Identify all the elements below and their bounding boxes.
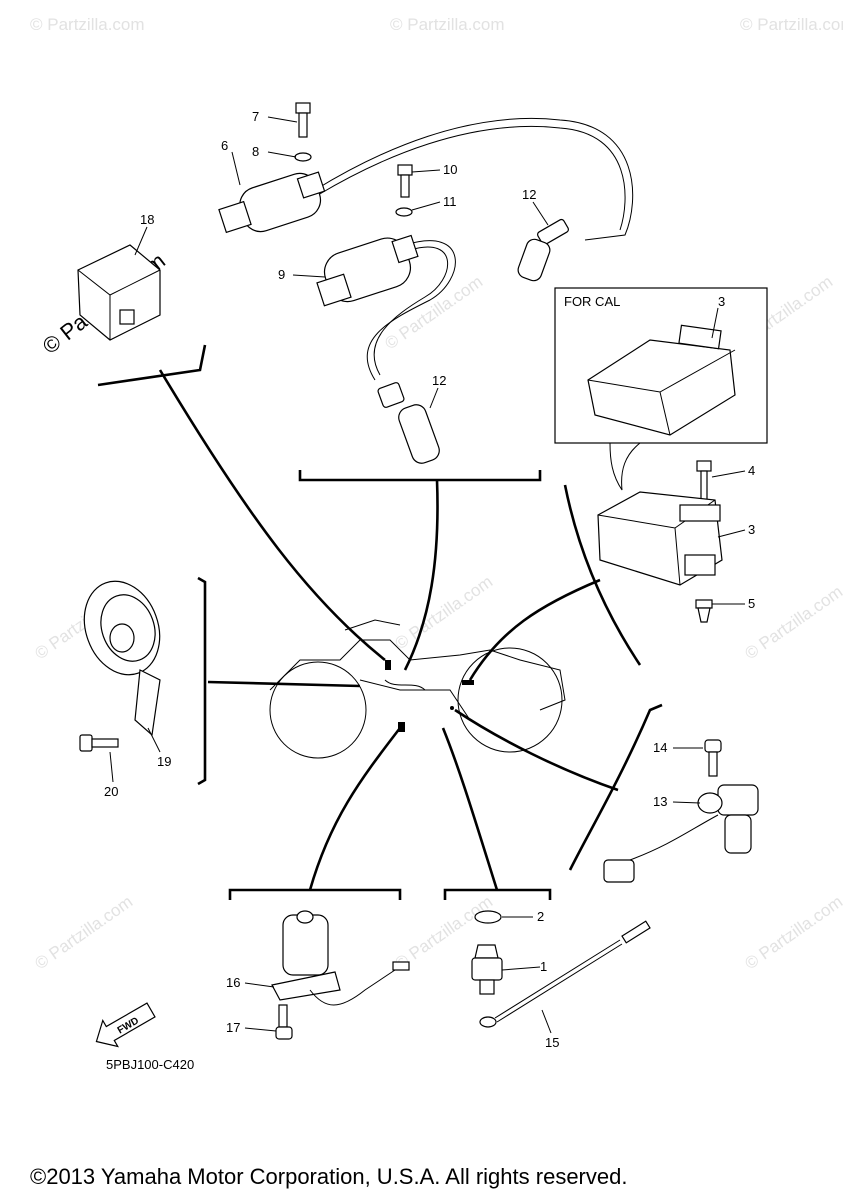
gasket-2: [474, 910, 502, 924]
group-brackets: [97, 344, 663, 900]
speed-sensor-13: [603, 784, 759, 883]
oil-switch-1: [471, 944, 503, 995]
bolt-7: [295, 102, 311, 138]
watermark: © Partzilla.com: [390, 15, 505, 34]
cdi-unit-3: [597, 491, 723, 586]
callout-3a: 3: [718, 294, 725, 309]
cdi-unit-3-cal: [587, 324, 736, 436]
watermark: © Partzilla.com: [741, 582, 843, 663]
callout-8: 8: [252, 144, 259, 159]
callout-20: 20: [104, 784, 118, 799]
watermark: © Partzilla.com: [31, 892, 136, 973]
washer-11: [395, 207, 413, 217]
callout-5: 5: [748, 596, 755, 611]
ignition-coil-6: [218, 171, 326, 234]
nut-5: [695, 599, 713, 623]
callout-3b: 3: [748, 522, 755, 537]
bolt-14: [704, 739, 722, 777]
callout-2: 2: [537, 909, 544, 924]
callout-6: 6: [221, 138, 228, 153]
spark-plug-cable: [314, 117, 634, 241]
callout-10: 10: [443, 162, 457, 177]
callout-17: 17: [226, 1020, 240, 1035]
callout-1: 1: [540, 959, 547, 974]
connection-lines: [158, 369, 619, 891]
bolt-10: [397, 164, 413, 198]
leader-lines: [109, 116, 746, 1034]
callout-4: 4: [748, 463, 755, 478]
callout-9: 9: [278, 267, 285, 282]
callout-15: 15: [545, 1035, 559, 1050]
bolt-20: [79, 734, 119, 752]
lead-wire-15: [479, 920, 651, 1028]
fwd-arrow-icon: FWD: [95, 1002, 156, 1048]
neutral-switch-16: [271, 910, 410, 1006]
callout-16: 16: [226, 975, 240, 990]
ignition-lead-edge: [373, 246, 448, 376]
for-cal-label: FOR CAL: [564, 294, 620, 309]
spark-plug-cap-12-bottom: [377, 382, 440, 464]
spark-plug-cable-edge: [317, 125, 626, 231]
callout-12b: 12: [432, 373, 446, 388]
watermark: © Partzilla.com: [391, 572, 496, 653]
ignition-coil-9: [316, 234, 419, 307]
callout-7: 7: [252, 109, 259, 124]
callout-14: 14: [653, 740, 667, 755]
location-markers: [384, 660, 474, 732]
callout-13: 13: [653, 794, 667, 809]
relay-unit-18: [77, 244, 161, 341]
diagram-code: 5PBJ100-C420: [106, 1057, 194, 1072]
callout-18: 18: [140, 212, 154, 227]
copyright: ©2013 Yamaha Motor Corporation, U.S.A. A…: [30, 1164, 627, 1189]
callout-12: 12: [522, 187, 536, 202]
horn-19: [83, 580, 161, 737]
ignition-lead: [366, 240, 456, 381]
watermark: © Partzilla.com: [30, 15, 145, 34]
bolt-17: [275, 1004, 293, 1040]
callout-11: 11: [443, 194, 457, 209]
washer-8: [294, 152, 312, 162]
spark-plug-cap-12-top: [517, 218, 569, 282]
callout-19: 19: [157, 754, 171, 769]
watermark: © Partzilla.com: [740, 15, 843, 34]
motorcycle-outline: [269, 619, 566, 759]
watermark: © Partzilla.com: [741, 892, 843, 973]
callout-bubble-tail: [609, 442, 641, 491]
callout-labels: 7 8 6 10 11 12 18 9 12 3 4 3 5 14 13 19 …: [104, 109, 755, 1050]
